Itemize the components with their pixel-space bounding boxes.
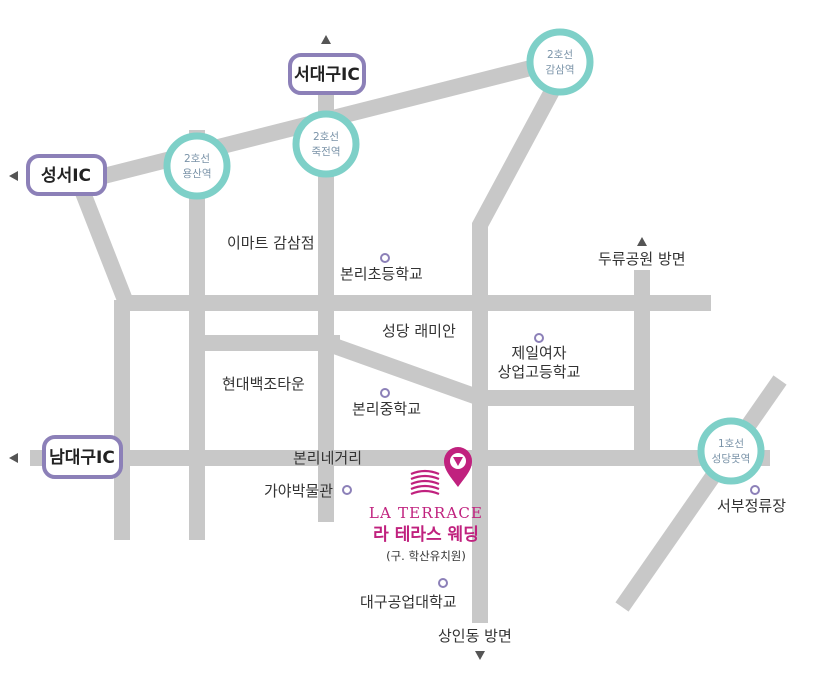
station-name-label: 용산역	[183, 168, 212, 180]
brand-name-ko: 라 테라스 웨딩	[373, 525, 479, 545]
ic-label: 성서IC	[41, 166, 91, 186]
poi-dot-icon	[342, 485, 352, 495]
poi-dot-icon	[380, 253, 390, 263]
station-line-label: 2호선	[313, 131, 339, 143]
ic-badge-seongseo: 성서IC	[26, 154, 107, 196]
poi-dot-icon	[750, 485, 760, 495]
station-yongsan: 2호선 용산역	[163, 132, 231, 200]
road-southeast-diagonal	[615, 375, 787, 612]
label-sangin-direction: 상인동 방면	[438, 627, 512, 645]
station-line-label: 2호선	[547, 49, 573, 61]
arrow-left-icon	[9, 453, 18, 463]
arrow-down-icon	[475, 651, 485, 660]
poi-markers	[342, 253, 760, 588]
brand-name-en: LA TERRACE	[369, 504, 483, 522]
label-hyundai-town: 현대백조타운	[222, 375, 305, 393]
station-name-label: 죽전역	[312, 146, 341, 158]
ic-badge-seodaegu: 서대구IC	[288, 53, 366, 95]
arrow-up-icon	[637, 237, 647, 246]
label-bonri-middle: 본리중학교	[352, 400, 421, 418]
station-line-label: 2호선	[184, 153, 210, 165]
label-duryu-park: 두류공원 방면	[598, 250, 686, 268]
label-bonri-crossroad: 본리네거리	[293, 449, 362, 467]
la-terrace-logo-icon	[410, 469, 440, 496]
label-seongdang-raemian: 성당 래미안	[382, 322, 456, 340]
station-jukjeon: 2호선 죽전역	[292, 110, 360, 178]
poi-dot-icon	[438, 578, 448, 588]
ic-label: 남대구IC	[49, 448, 115, 468]
label-daegu-tech: 대구공업대학교	[360, 593, 457, 611]
road-west-diagonal	[70, 177, 133, 303]
arrow-left-icon	[9, 171, 18, 181]
destination-pin-icon	[444, 447, 472, 487]
station-seongdangmot: 1호선 성당못역	[697, 417, 765, 485]
arrow-up-icon	[321, 35, 331, 44]
poi-dot-icon	[380, 388, 390, 398]
station-name-label: 감삼역	[546, 64, 575, 76]
road-middle-diagonal	[323, 335, 483, 406]
label-jeil-girls-2: 상업고등학교	[498, 363, 581, 381]
label-emart: 이마트 감삼점	[227, 234, 315, 252]
place-labels: 이마트 감삼점 본리초등학교 두류공원 방면 성당 래미안 제일여자 상업고등학…	[222, 234, 786, 645]
poi-dot-icon	[534, 333, 544, 343]
road-gamsam-vertical	[472, 76, 566, 623]
label-bonri-elementary: 본리초등학교	[340, 265, 423, 283]
ic-badge-namdaegu: 남대구IC	[42, 435, 123, 479]
brand-former-name: (구. 학산유치원)	[386, 549, 466, 563]
direction-arrows	[9, 35, 647, 660]
label-jeil-girls-1: 제일여자	[511, 344, 566, 362]
station-name-label: 성당못역	[712, 453, 751, 465]
label-seobu-terminal: 서부정류장	[717, 497, 786, 515]
road-network	[30, 50, 787, 623]
station-gamsam: 2호선 감삼역	[526, 28, 594, 96]
ic-label: 서대구IC	[294, 65, 360, 85]
label-gaya-museum: 가야박물관	[264, 482, 333, 500]
station-line-label: 1호선	[718, 438, 744, 450]
